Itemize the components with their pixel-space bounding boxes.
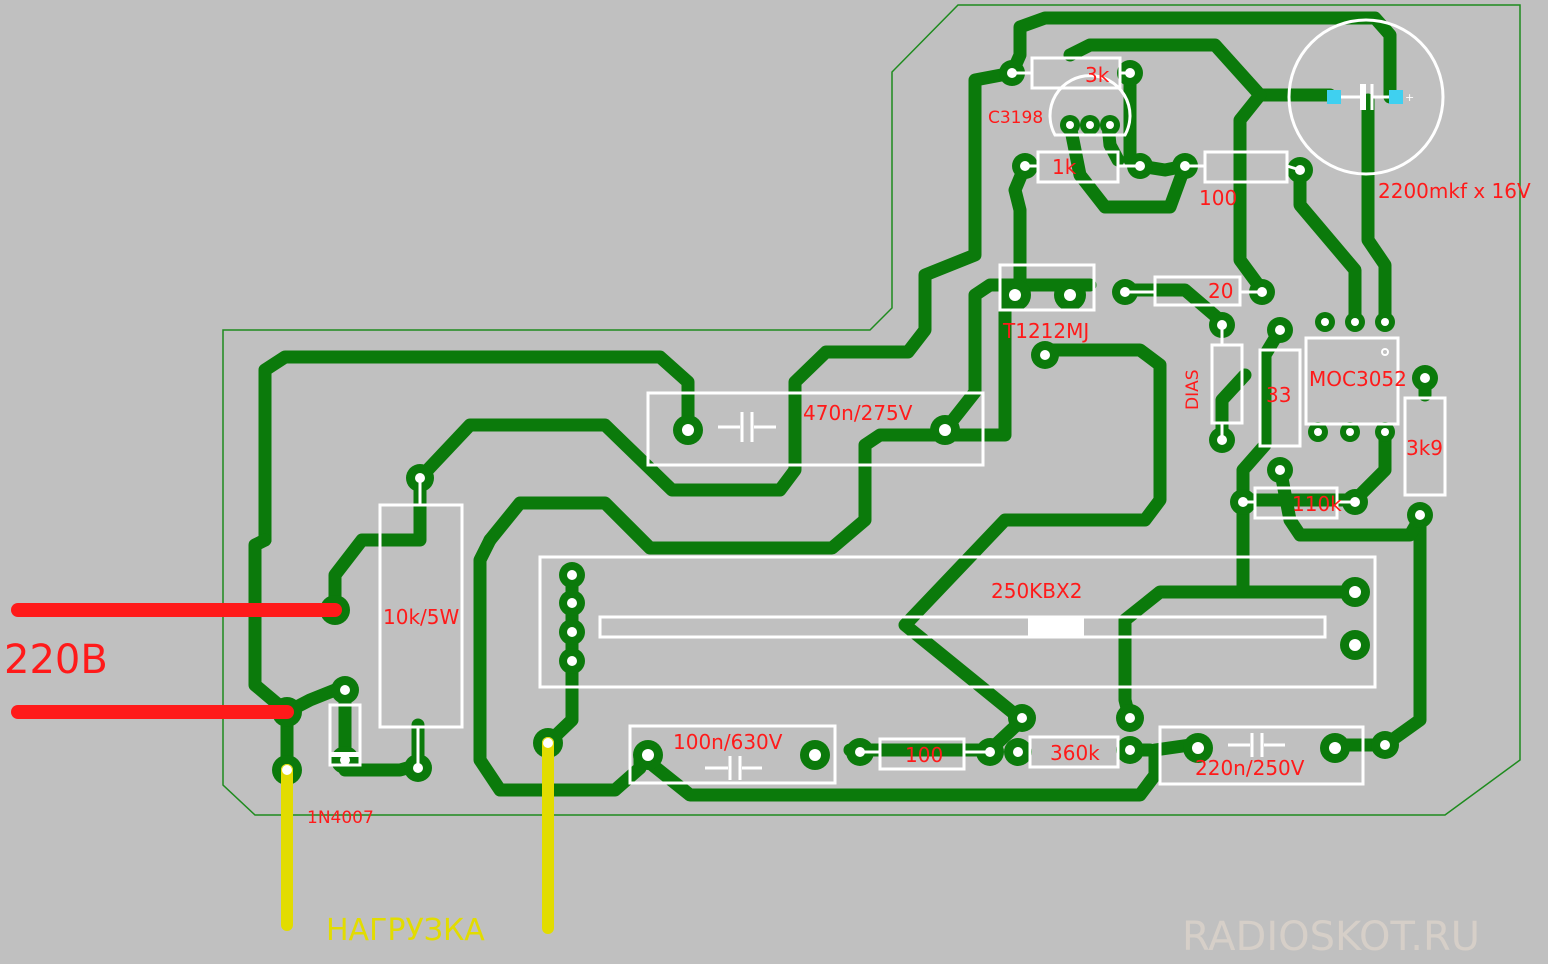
label-r-1k: 1k — [1052, 155, 1077, 179]
mains-wires — [11, 603, 342, 719]
label-cap-100n: 100n/630V — [673, 730, 783, 754]
component-labels: 3k C3198 1k 100 2200mkf x 16V + T1212MJ … — [307, 63, 1531, 828]
board-outline — [222, 4, 1521, 816]
label-optocoupler: MOC3052 — [1309, 367, 1407, 391]
label-cap-220n: 220n/250V — [1195, 756, 1305, 780]
watermark: RADIOSKOT.RU — [1182, 914, 1480, 960]
label-r-360k: 360k — [1050, 741, 1100, 765]
label-r-100-top: 100 — [1199, 186, 1237, 210]
label-cap-polarity: + — [1405, 91, 1414, 104]
label-cap-2200: 2200mkf x 16V — [1378, 179, 1531, 203]
label-r-20: 20 — [1208, 279, 1233, 303]
label-r-10k: 10k/5W — [383, 605, 459, 629]
label-r-3k: 3k — [1085, 63, 1110, 87]
load-label: НАГРУЗКА — [326, 913, 485, 948]
label-transistor: C3198 — [988, 108, 1043, 128]
label-diode: 1N4007 — [307, 808, 374, 828]
load-wires — [281, 737, 554, 934]
label-triac: T1212MJ — [1002, 319, 1089, 343]
label-diac: DIAS — [1183, 369, 1203, 410]
silkscreen — [328, 18, 1447, 786]
copper-traces — [13, 11, 1432, 802]
label-r-110k: 110k — [1292, 492, 1342, 516]
label-r-33: 33 — [1266, 383, 1291, 407]
mains-label: 220В — [4, 637, 108, 683]
label-r-100-bottom: 100 — [905, 743, 943, 767]
label-cap-470n: 470n/275V — [803, 401, 913, 425]
label-potentiometer: 250KBX2 — [991, 579, 1082, 603]
label-r-3k9: 3k9 — [1406, 436, 1443, 460]
